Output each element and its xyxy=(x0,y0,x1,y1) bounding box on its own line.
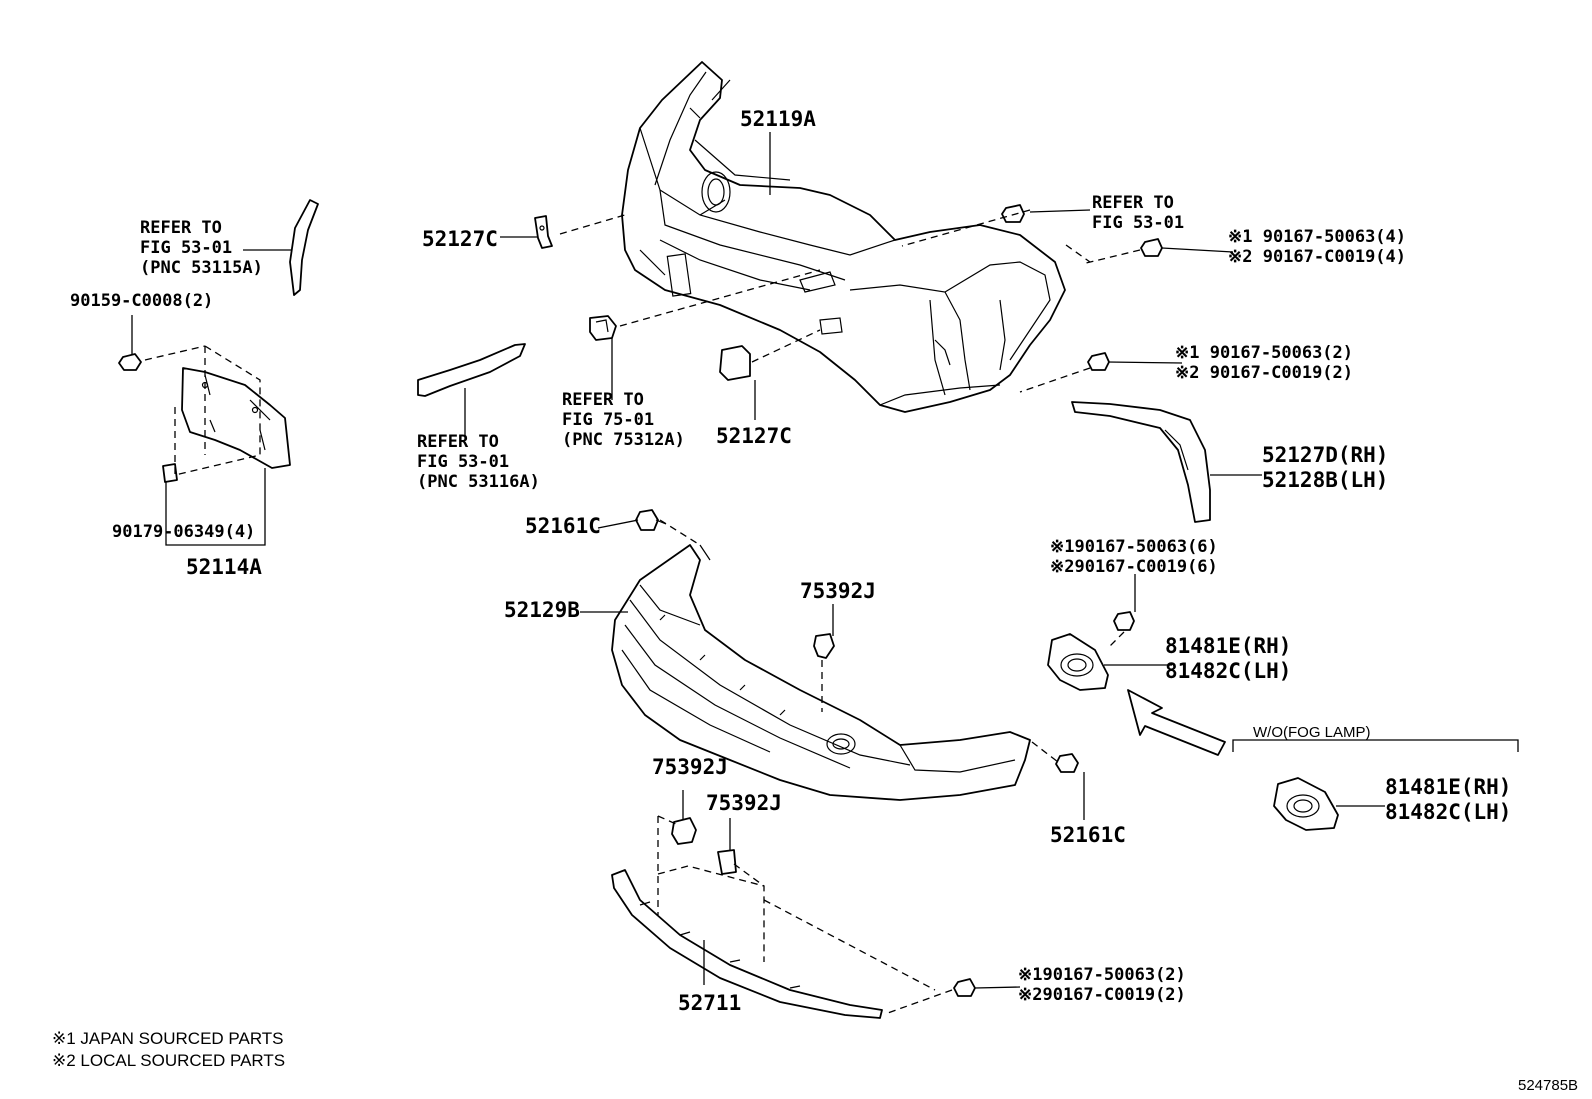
bracket-upper-drawing xyxy=(534,215,553,249)
label-clip-center: 75392J xyxy=(800,579,876,603)
molding-left-drawing xyxy=(417,343,526,397)
label-license-bracket: 52114A xyxy=(186,555,262,579)
clip-center-drawing xyxy=(813,633,835,659)
footnote-japan: ※1 JAPAN SOURCED PARTS xyxy=(52,1029,284,1048)
label-clip-r3-2: ※290167-C0019(6) xyxy=(1050,557,1218,577)
label-refer-top-right-2: FIG 53-01 xyxy=(1092,213,1184,233)
illustration-number: 524785B xyxy=(1518,1077,1578,1094)
clip-left-drawing xyxy=(162,463,178,483)
label-clip-r4-2: ※290167-C0019(2) xyxy=(1018,985,1186,1005)
license-bracket-drawing xyxy=(181,367,291,469)
fastener-bottom-right-drawing xyxy=(953,978,976,997)
label-refer-left-3: (PNC 53115A) xyxy=(140,258,263,278)
label-fog-cover-rh: 81481E(RH) xyxy=(1165,634,1291,658)
label-lower-grille: 52129B xyxy=(504,598,580,622)
label-bumper-cover: 52119A xyxy=(740,107,816,131)
label-fog-cover-2-rh: 81481E(RH) xyxy=(1385,775,1511,799)
label-moulding-lh: 52128B(LH) xyxy=(1262,468,1388,492)
label-clip-r2-1: ※1 90167-50063(2) xyxy=(1175,343,1353,363)
label-bolt-left: 90159-C0008(2) xyxy=(70,291,213,311)
retainer-bottom-drawing xyxy=(1055,753,1079,773)
leader-lines xyxy=(131,132,1385,989)
retainer-top-drawing xyxy=(635,509,667,531)
fastener-fog-drawing xyxy=(1113,611,1135,631)
label-clip-r4-1: ※190167-50063(2) xyxy=(1018,965,1186,985)
label-refer-left-2: FIG 53-01 xyxy=(140,238,232,258)
spoiler-drawing xyxy=(611,869,883,1019)
label-refer-top-right-1: REFER TO xyxy=(1092,193,1174,213)
small-clip-center-drawing xyxy=(589,315,617,341)
label-wo-fog-lamp: W/O(FOG LAMP) xyxy=(1253,724,1371,741)
label-clip-lower-2: 75392J xyxy=(706,791,782,815)
label-clip-r2-2: ※2 90167-C0019(2) xyxy=(1175,363,1353,383)
label-clip-r1-2: ※2 90167-C0019(4) xyxy=(1228,247,1406,267)
label-moulding-rh: 52127D(RH) xyxy=(1262,443,1388,467)
label-clip-r3-1: ※190167-50063(6) xyxy=(1050,537,1218,557)
label-refer-molding-3: (PNC 53116A) xyxy=(417,472,540,492)
label-clip-lower-1: 75392J xyxy=(652,755,728,779)
label-fog-cover-2-lh: 81482C(LH) xyxy=(1385,800,1511,824)
bolt-left-drawing xyxy=(118,353,142,371)
lower-grille-drawing xyxy=(611,544,1031,801)
label-bracket-center: 52127C xyxy=(716,424,792,448)
label-clip-r1-1: ※1 90167-50063(4) xyxy=(1228,227,1406,247)
label-retainer-top: 52161C xyxy=(525,514,601,538)
label-fog-cover-lh: 81482C(LH) xyxy=(1165,659,1291,683)
clip-lower-2-drawing xyxy=(717,849,737,875)
label-spoiler: 52711 xyxy=(678,991,741,1015)
clip-lower-1-drawing xyxy=(671,817,697,845)
bumper-cover-drawing xyxy=(621,61,1066,413)
arrow-drawing xyxy=(1127,689,1226,756)
bracket-center-drawing xyxy=(719,345,751,381)
fog-cover-2-drawing xyxy=(1273,777,1339,831)
fastener-top-right-drawing xyxy=(1001,204,1163,371)
label-refer-left-1: REFER TO xyxy=(140,218,222,238)
label-clip-left: 90179-06349(4) xyxy=(112,522,255,542)
footnote-local: ※2 LOCAL SOURCED PARTS xyxy=(52,1051,285,1070)
label-retainer-bottom: 52161C xyxy=(1050,823,1126,847)
wo-fog-lamp-bracket xyxy=(1232,739,1519,752)
fog-cover-drawing xyxy=(1047,633,1109,691)
label-refer-center-3: (PNC 75312A) xyxy=(562,430,685,450)
side-moulding-drawing xyxy=(1071,401,1211,523)
label-refer-molding-2: FIG 53-01 xyxy=(417,452,509,472)
label-refer-center-2: FIG 75-01 xyxy=(562,410,654,430)
label-refer-center-1: REFER TO xyxy=(562,390,644,410)
reinforcement-left-drawing xyxy=(289,199,319,296)
label-bracket-upper: 52127C xyxy=(422,227,498,251)
label-refer-molding-1: REFER TO xyxy=(417,432,499,452)
assembly-lines xyxy=(144,209,1141,1015)
